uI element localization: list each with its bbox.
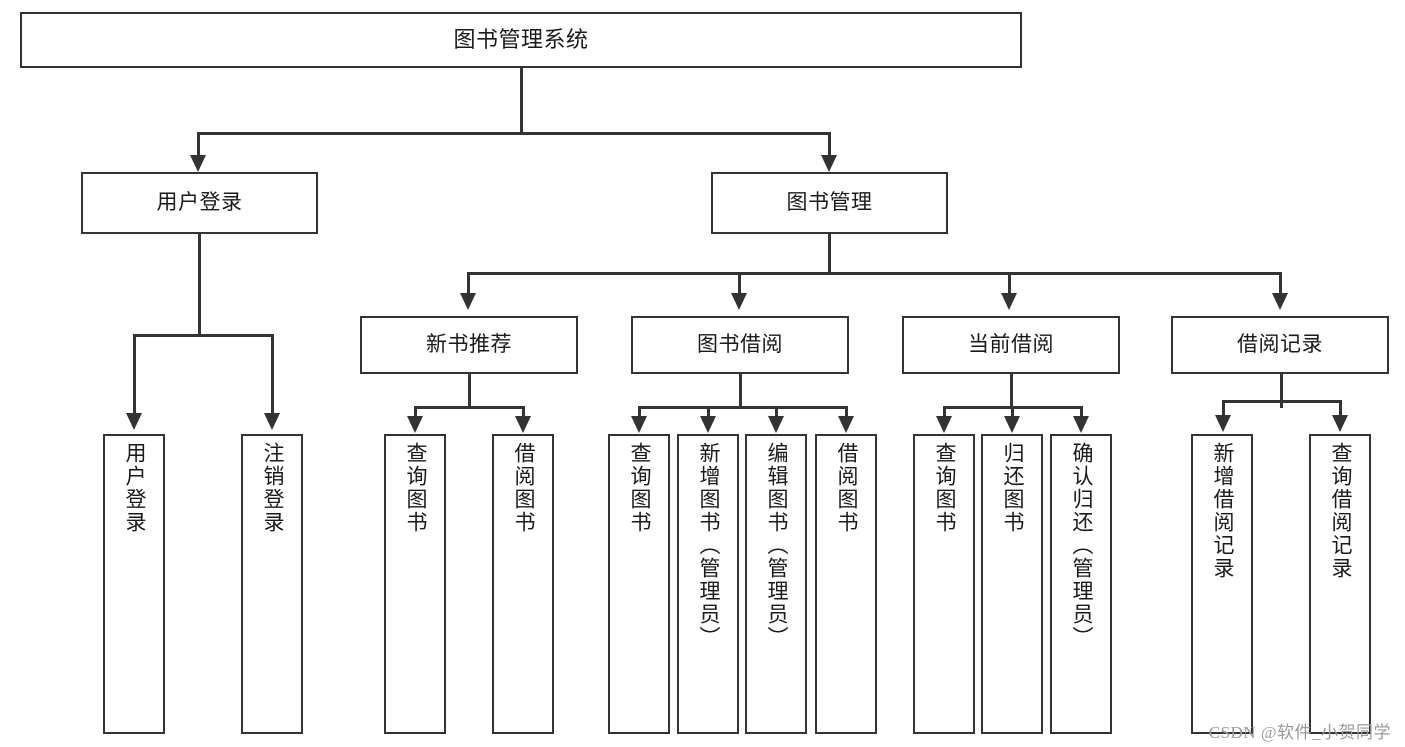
arrow-user-login-to-leaf-0: [126, 413, 142, 430]
arrow-borrow-record-to-leaf-1: [1332, 415, 1348, 432]
leaf-borrow-record-add-record[interactable]: 新增借阅记录: [1191, 434, 1253, 734]
arrow-root-to-book-management: [821, 155, 837, 172]
leaf-new-book-borrow-books[interactable]: 借阅图书: [492, 434, 554, 734]
node-label: 查询图书: [628, 442, 652, 534]
leaf-book-borrow-borrow-books[interactable]: 借阅图书: [815, 434, 877, 734]
edge-book-borrow-to-leaf-3: [845, 406, 848, 420]
edge-user-login-to-leaf-1: [271, 334, 274, 416]
edge-book-management-stem: [828, 234, 831, 274]
arrow-book-borrow-to-leaf-0: [631, 416, 647, 433]
edge-current-borrow-to-leaf-0: [943, 406, 946, 420]
node-label: 归还图书: [1001, 442, 1025, 534]
edge-book-borrow-to-leaf-1: [707, 406, 710, 420]
arrow-to-current-borrow: [1001, 293, 1017, 310]
leaf-book-borrow-add-book-admin[interactable]: 新增图书（管理员）: [677, 434, 739, 734]
edge-borrow-record-to-leaf-0: [1222, 400, 1225, 418]
leaf-borrow-record-query-record[interactable]: 查询借阅记录: [1309, 434, 1371, 734]
arrow-current-borrow-to-leaf-2: [1073, 416, 1089, 433]
arrow-root-to-user-login: [190, 155, 206, 172]
edge-to-new-book-recommend: [467, 272, 470, 296]
node-label: 新书推荐: [426, 333, 512, 357]
node-label: 查询图书: [933, 442, 957, 534]
node-label: 用户登录: [123, 442, 147, 534]
node-label: 借阅图书: [512, 442, 536, 534]
arrow-new-book-recommend-to-leaf-0: [407, 416, 423, 433]
edge-book-borrow-split-bar: [638, 406, 848, 409]
leaf-user-login-logout[interactable]: 注销登录: [241, 434, 303, 734]
edge-current-borrow-stem: [1010, 374, 1013, 408]
leaf-user-login-login[interactable]: 用户登录: [103, 434, 165, 734]
node-label: 借阅记录: [1237, 333, 1323, 357]
node-book-management[interactable]: 图书管理: [711, 172, 948, 234]
edge-borrow-record-split-bar: [1222, 400, 1341, 403]
node-label: 图书管理: [786, 191, 873, 215]
node-label: 注销登录: [261, 442, 285, 534]
node-new-book-recommend[interactable]: 新书推荐: [360, 316, 578, 374]
edge-root-to-user-login: [197, 132, 200, 158]
edge-borrow-record-stem: [1280, 374, 1283, 408]
node-label: 查询借阅记录: [1329, 442, 1353, 580]
arrow-user-login-to-leaf-1: [264, 413, 280, 430]
edge-book-borrow-stem: [739, 374, 742, 408]
node-book-borrow[interactable]: 图书借阅: [631, 316, 849, 374]
node-root-book-management-system[interactable]: 图书管理系统: [20, 12, 1022, 68]
edge-current-borrow-to-leaf-1: [1011, 406, 1014, 420]
edge-new-book-recommend-to-leaf-0: [414, 406, 417, 420]
node-label: 借阅图书: [835, 442, 859, 534]
edge-root-stem: [520, 68, 523, 134]
node-borrow-record[interactable]: 借阅记录: [1171, 316, 1389, 374]
edge-user-login-split-bar: [133, 334, 273, 337]
leaf-book-borrow-edit-book-admin[interactable]: 编辑图书（管理员）: [745, 434, 807, 734]
edge-user-login-stem: [198, 234, 201, 336]
node-label: 图书借阅: [697, 333, 783, 357]
arrow-to-book-borrow: [731, 293, 747, 310]
arrow-book-borrow-to-leaf-2: [768, 416, 784, 433]
edge-root-split-bar: [197, 132, 830, 135]
edge-level2-split-bar: [467, 272, 1281, 275]
node-label: 编辑图书（管理员）: [765, 442, 789, 649]
edge-to-current-borrow: [1008, 272, 1011, 296]
edge-user-login-to-leaf-0: [133, 334, 136, 416]
watermark-text: CSDN @软件_小贺同学: [1208, 723, 1391, 742]
edge-book-borrow-to-leaf-0: [638, 406, 641, 420]
edge-borrow-record-to-leaf-1: [1339, 400, 1342, 418]
leaf-current-borrow-query-books[interactable]: 查询图书: [913, 434, 975, 734]
edge-new-book-recommend-stem: [468, 374, 471, 408]
leaf-current-borrow-return-books[interactable]: 归还图书: [981, 434, 1043, 734]
edge-new-book-recommend-split-bar: [414, 406, 524, 409]
edge-current-borrow-to-leaf-2: [1080, 406, 1083, 420]
node-current-borrow[interactable]: 当前借阅: [902, 316, 1120, 374]
node-label: 新增借阅记录: [1211, 442, 1235, 580]
node-label: 图书管理系统: [453, 26, 589, 52]
arrow-to-borrow-record: [1272, 293, 1288, 310]
node-user-login[interactable]: 用户登录: [81, 172, 318, 234]
arrow-book-borrow-to-leaf-3: [838, 416, 854, 433]
node-label: 用户登录: [156, 191, 243, 215]
node-label: 确认归还（管理员）: [1070, 442, 1094, 649]
arrow-to-new-book-recommend: [460, 293, 476, 310]
arrow-new-book-recommend-to-leaf-1: [515, 416, 531, 433]
arrow-borrow-record-to-leaf-0: [1215, 415, 1231, 432]
arrow-current-borrow-to-leaf-1: [1004, 416, 1020, 433]
arrow-book-borrow-to-leaf-1: [700, 416, 716, 433]
leaf-book-borrow-query-books[interactable]: 查询图书: [608, 434, 670, 734]
edge-to-book-borrow: [738, 272, 741, 296]
leaf-current-borrow-confirm-return-admin[interactable]: 确认归还（管理员）: [1050, 434, 1112, 734]
edge-book-borrow-to-leaf-2: [775, 406, 778, 420]
arrow-current-borrow-to-leaf-0: [936, 416, 952, 433]
edge-new-book-recommend-to-leaf-1: [522, 406, 525, 420]
node-label: 新增图书（管理员）: [697, 442, 721, 649]
leaf-new-book-query-books[interactable]: 查询图书: [384, 434, 446, 734]
edge-root-to-book-management: [828, 132, 831, 158]
node-label: 查询图书: [404, 442, 428, 534]
node-label: 当前借阅: [968, 333, 1054, 357]
edge-to-borrow-record: [1279, 272, 1282, 296]
